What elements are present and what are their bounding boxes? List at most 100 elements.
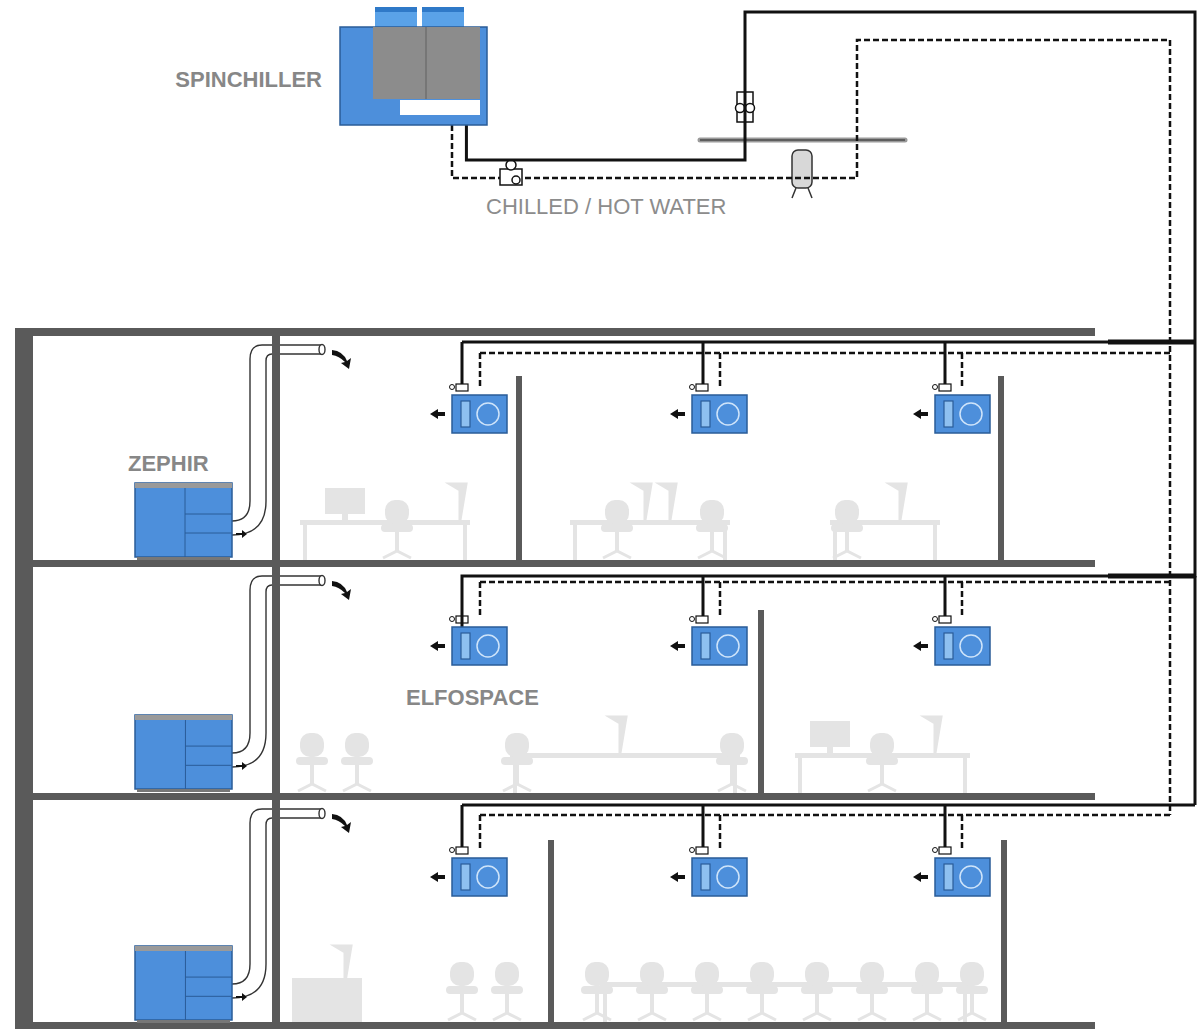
- air-unit-body: [135, 715, 232, 789]
- outer-wall: [15, 328, 33, 1029]
- chair-stem: [515, 765, 519, 785]
- unit-valve: [456, 847, 468, 854]
- fan-wheel: [717, 866, 739, 888]
- chair-base: [858, 1013, 886, 1020]
- monitor: [810, 721, 850, 747]
- supply-air-arrow: [332, 350, 351, 369]
- supply-air-arrow: [332, 814, 351, 833]
- terminal-units: [135, 384, 990, 1023]
- fan-coil-body: [452, 395, 507, 433]
- unit-name: ZEPHIR: [128, 453, 209, 475]
- fan-wheel: [477, 635, 499, 657]
- three-way-valve: [500, 160, 522, 185]
- monitor-stand: [342, 514, 348, 520]
- pipe-branch: [1108, 342, 1195, 576]
- air-unit-feet: [137, 1020, 230, 1023]
- valve-knob: [450, 385, 455, 390]
- chair-stem: [650, 994, 654, 1014]
- floor-slab: [15, 793, 1095, 800]
- air-arrow: [430, 409, 445, 419]
- chair-back: [300, 733, 324, 757]
- valve-knob: [933, 848, 938, 853]
- fan-rim: [375, 7, 417, 12]
- valve-knob: [933, 385, 938, 390]
- chair-stem: [310, 765, 314, 785]
- chair-back: [750, 962, 774, 986]
- fan-wheel: [960, 866, 982, 888]
- chair-back: [805, 962, 829, 986]
- air-unit-feet: [137, 789, 230, 792]
- unit-node: ZEPHIR: [135, 483, 232, 557]
- tank-stand: [792, 188, 812, 198]
- duct-outlet: [319, 345, 325, 355]
- chair-base: [868, 784, 896, 791]
- chair-seat: [296, 757, 328, 765]
- valve-body: [500, 169, 522, 185]
- chair-seat: [831, 524, 863, 532]
- return-pipe: [480, 581, 1170, 584]
- chair-stem: [710, 532, 714, 552]
- return-drop: [480, 353, 962, 386]
- valve-knob: [690, 848, 695, 853]
- header-pipe: [700, 138, 905, 143]
- chair-seat: [381, 524, 413, 532]
- duct-outlet: [319, 809, 325, 819]
- fan-coil-body: [452, 858, 507, 896]
- coil-panel: [461, 864, 470, 890]
- air-ducts: [232, 345, 351, 1002]
- chair-base: [803, 1013, 831, 1020]
- floor-slab: [15, 1022, 1095, 1029]
- chair-back: [495, 962, 519, 986]
- fan-coil-body: [692, 858, 747, 896]
- chair-back: [385, 500, 409, 524]
- pump-port: [736, 104, 745, 113]
- air-unit-top: [135, 946, 232, 951]
- monitor-stand: [827, 747, 833, 753]
- coil-panel: [701, 633, 710, 659]
- chair-seat: [801, 986, 833, 994]
- chair-base: [298, 784, 326, 791]
- panel-split: [425, 27, 427, 99]
- desk-top: [510, 753, 740, 758]
- unit-shape: [135, 483, 232, 557]
- chair-seat: [501, 757, 533, 765]
- return-drop: [480, 582, 962, 618]
- fan-wheel: [960, 403, 982, 425]
- desk-leg: [798, 758, 802, 793]
- valve-port: [512, 176, 520, 184]
- air-unit-top: [135, 715, 232, 720]
- chair-seat: [691, 986, 723, 994]
- coil-panel: [701, 864, 710, 890]
- partition-wall: [758, 610, 764, 793]
- chair-base: [958, 1013, 986, 1020]
- fan-coil-body: [452, 627, 507, 665]
- fan-wheel: [477, 866, 499, 888]
- unit-name: SPINCHILLER: [175, 69, 322, 91]
- chair-seat: [746, 986, 778, 994]
- chair-stem: [395, 532, 399, 552]
- air-arrow: [913, 641, 928, 651]
- supply-drop: [462, 342, 945, 386]
- chair-base: [343, 784, 371, 791]
- chair-stem: [355, 765, 359, 785]
- fan-wheel: [717, 635, 739, 657]
- fan-wheel: [960, 635, 982, 657]
- monitor: [325, 488, 365, 514]
- duct-outlet: [319, 576, 325, 586]
- chair-stem: [460, 994, 464, 1014]
- air-unit-body: [135, 946, 232, 1020]
- coil-panel: [944, 401, 953, 427]
- partition-wall: [548, 840, 554, 1022]
- desk-leg: [933, 525, 937, 560]
- condenser-panel: [373, 27, 480, 99]
- chair-seat: [601, 524, 633, 532]
- pipe-label: CHILLED / HOT WATER: [484, 195, 728, 219]
- chair-seat: [856, 986, 888, 994]
- valve-knob: [690, 385, 695, 390]
- supply-pipe: [462, 341, 1195, 344]
- roof-slab: [15, 328, 1095, 336]
- valve-knob: [933, 617, 938, 622]
- desk-lamp: [610, 717, 626, 753]
- chair-back: [960, 962, 984, 986]
- supply-air-arrow: [332, 581, 351, 600]
